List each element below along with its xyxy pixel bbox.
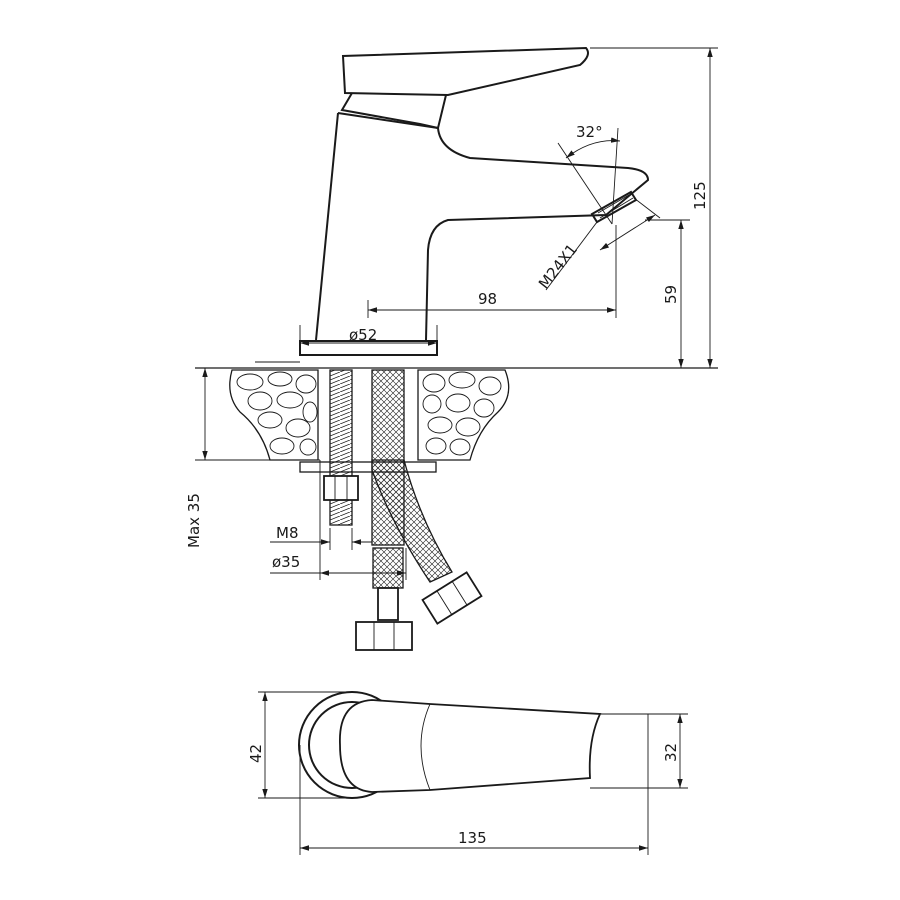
top-width-label: 42 — [247, 744, 265, 763]
dimensions-side: 125 59 98 ø52 32° M24X1 Max 35 M — [185, 47, 718, 580]
faucet-body — [315, 112, 650, 341]
hose-nut-left — [355, 621, 413, 651]
reach-label: 98 — [478, 290, 497, 308]
spout-height-label: 59 — [662, 285, 680, 304]
lever-width-label: 32 — [662, 743, 680, 762]
handle-lever — [341, 46, 589, 97]
top-lever-ridge — [420, 703, 431, 791]
stone-texture-right — [422, 371, 502, 456]
lever-neck — [340, 92, 447, 130]
supply-hose-lower — [372, 547, 404, 589]
mounting-washer — [299, 461, 437, 473]
height-total-label: 125 — [691, 181, 709, 210]
top-length-label: 135 — [458, 829, 487, 847]
countertop-right — [417, 369, 510, 461]
faucet-top-view — [298, 691, 602, 799]
stud-thread-label: M8 — [276, 524, 299, 542]
stone-texture-left — [236, 371, 318, 456]
hose-nut-right — [421, 571, 483, 625]
top-lever — [339, 699, 602, 793]
stud-nut — [323, 475, 359, 501]
base-diameter-label: ø52 — [349, 326, 377, 344]
hose-tail — [377, 587, 399, 621]
supply-hose-bent — [371, 459, 453, 583]
countertop-section — [229, 369, 510, 651]
max-thickness-label: Max 35 — [185, 493, 203, 548]
dimensions-top: 42 32 135 — [247, 691, 688, 855]
angle-label: 32° — [576, 123, 603, 141]
faucet-side-view — [299, 46, 650, 356]
countertop-left — [229, 369, 319, 461]
threaded-stud — [329, 369, 353, 526]
hole-diameter-label: ø35 — [272, 553, 300, 571]
aerator-thread-label: M24X1 — [535, 241, 581, 293]
